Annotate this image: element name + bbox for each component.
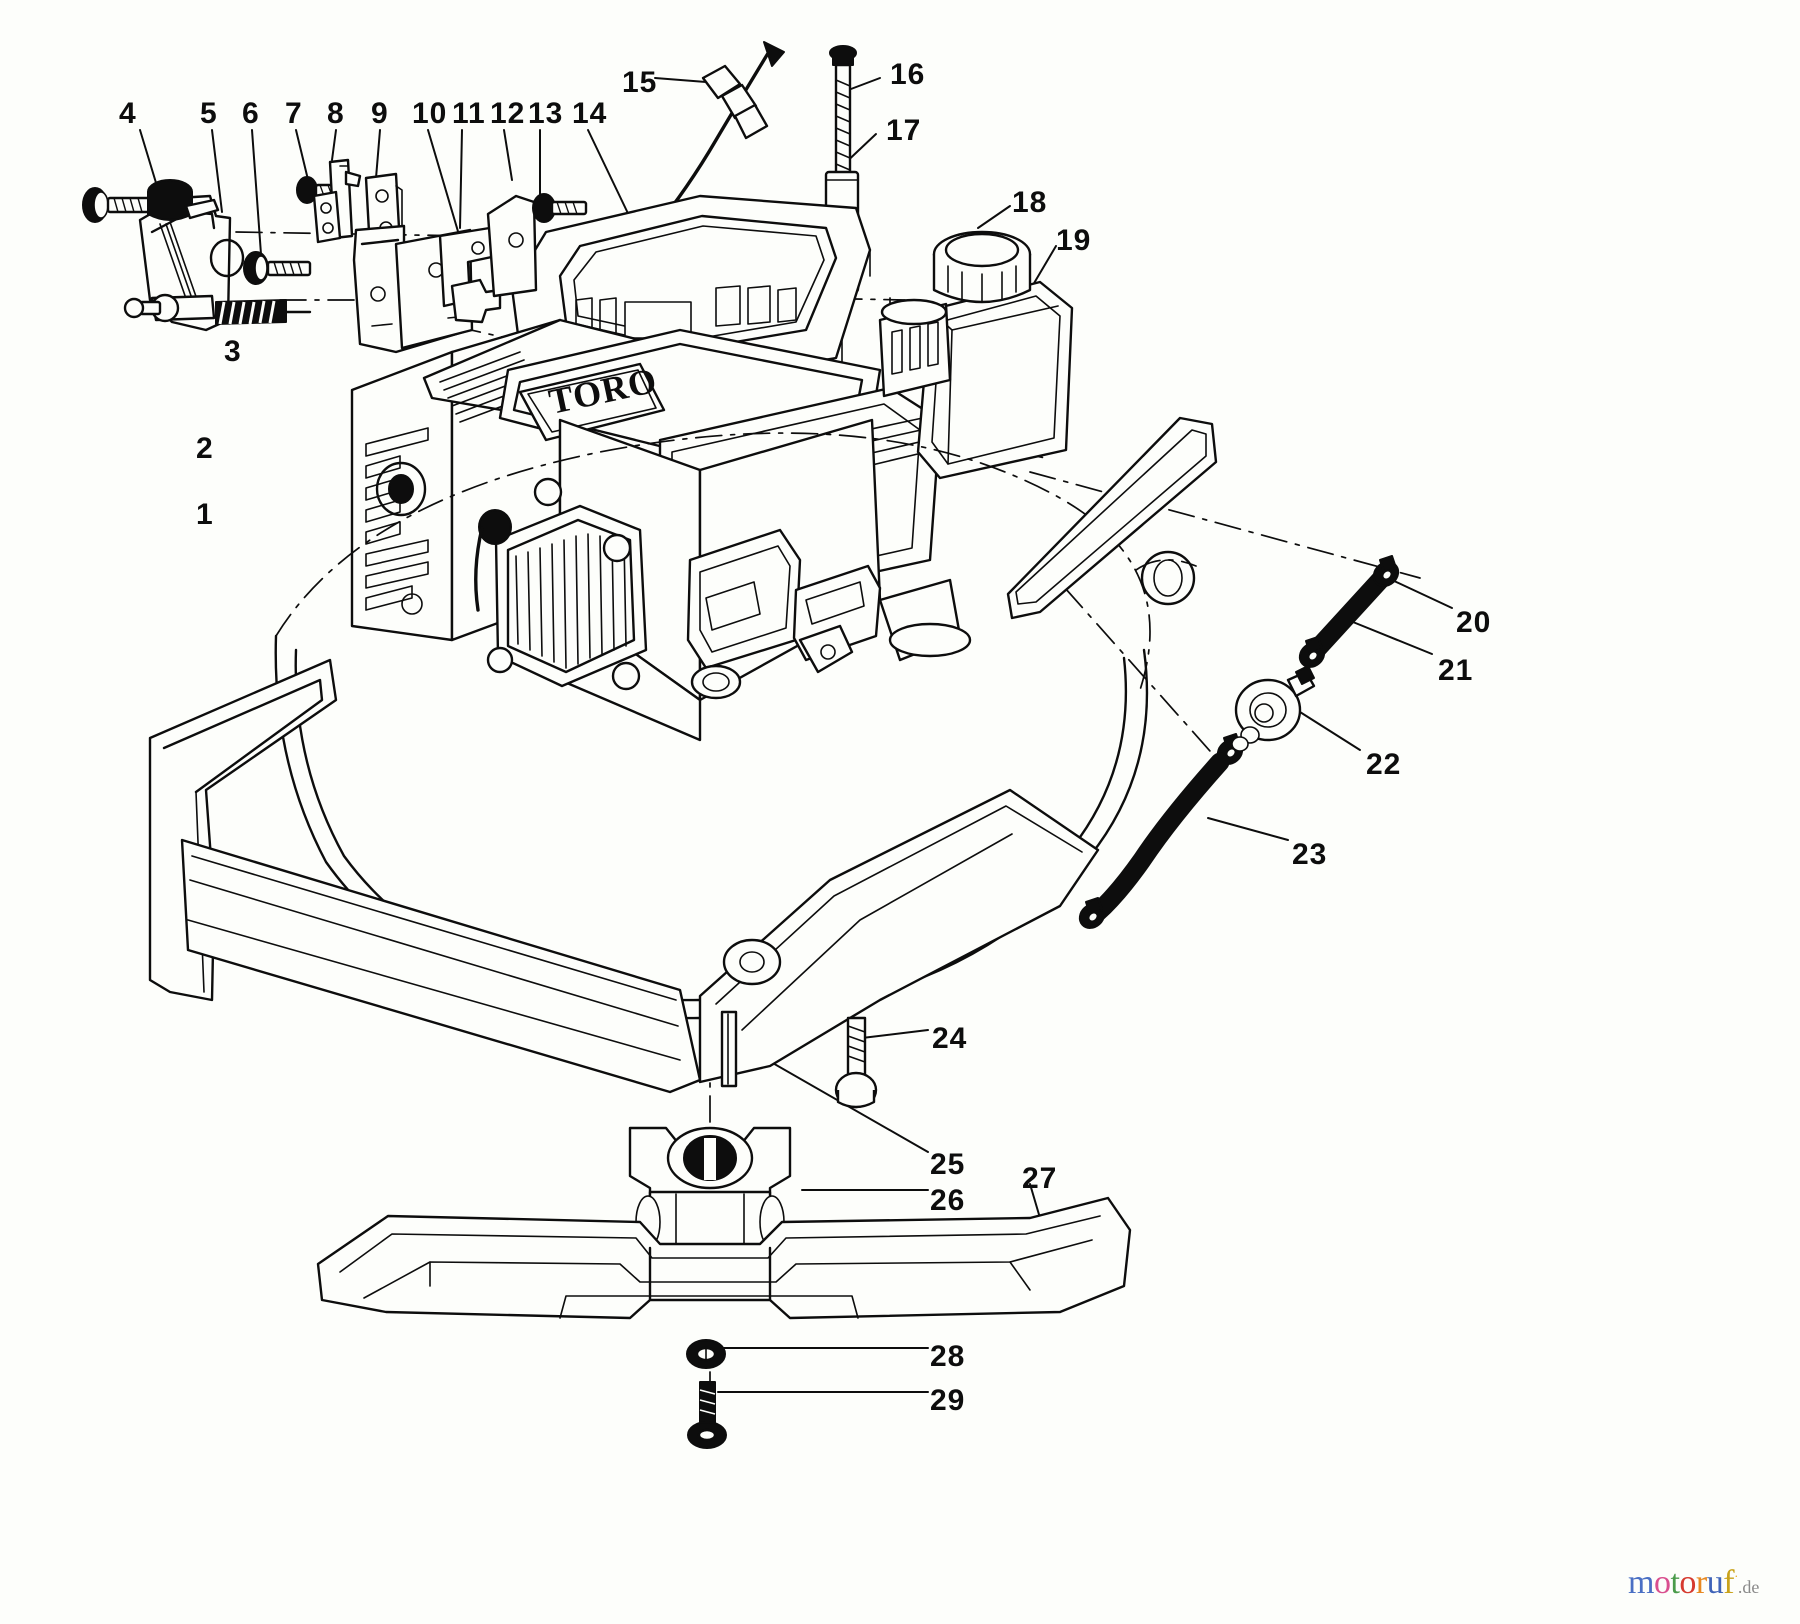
- callout-5: 5: [200, 97, 218, 130]
- wm-letter-r: r: [1695, 1564, 1707, 1601]
- callout-24: 24: [932, 1022, 968, 1055]
- callout-18: 18: [1012, 186, 1048, 219]
- wm-letter-t: t: [1670, 1564, 1680, 1601]
- wm-dot: ·: [1734, 1568, 1738, 1584]
- part-6-screw: [243, 251, 312, 285]
- callout-12: 12: [490, 97, 526, 130]
- callout-4: 4: [119, 97, 137, 130]
- callout-27: 27: [1022, 1162, 1058, 1195]
- callout-7: 7: [285, 97, 303, 130]
- callout-28: 28: [930, 1340, 966, 1373]
- part-28-lock-washer: [686, 1339, 726, 1369]
- wm-suffix: .de: [1737, 1577, 1760, 1597]
- part-26-blade-adapter: [628, 1126, 792, 1250]
- part-13-ignition-coil-cover: [878, 298, 952, 398]
- part-18-fuel-cap: [932, 230, 1032, 304]
- callout-6: 6: [242, 97, 260, 130]
- callout-9: 9: [371, 97, 389, 130]
- wm-letter-o-2: o: [1679, 1564, 1696, 1601]
- callout-20: 20: [1456, 606, 1492, 639]
- callout-21: 21: [1438, 654, 1474, 687]
- part-22-fuel-filter: [1234, 665, 1316, 742]
- callout-13: 13: [528, 97, 564, 130]
- part-20-21-22-23-fuel-line-assembly: [1078, 555, 1400, 929]
- part-12-cover-plate: [486, 194, 538, 298]
- callout-29: 29: [930, 1384, 966, 1417]
- wm-letter-o-1: o: [1653, 1564, 1671, 1601]
- callout-16: 16: [890, 58, 926, 91]
- part-5-control-bracket: [123, 179, 245, 332]
- part-20-hose-clamp: [1372, 555, 1400, 587]
- mower-deck-housing: [148, 416, 1218, 1094]
- callout-14: 14: [572, 97, 608, 130]
- hose-clamp-mid-upper: [1298, 636, 1326, 668]
- callout-3: 3: [224, 335, 242, 368]
- part-3-spring: [215, 299, 312, 325]
- part-29-bolt: [687, 1381, 727, 1449]
- part-19-fuel-tank: [916, 280, 1074, 480]
- callout-25: 25: [930, 1148, 966, 1181]
- callout-10: 10: [412, 97, 448, 130]
- callout-22: 22: [1366, 748, 1402, 781]
- wm-letter-u: u: [1706, 1564, 1724, 1601]
- callout-8: 8: [327, 97, 345, 130]
- callout-23: 23: [1292, 838, 1328, 871]
- part-27-cutting-blade: [316, 1196, 1132, 1320]
- callout-17: 17: [886, 114, 922, 147]
- callout-26: 26: [930, 1184, 966, 1217]
- part-8-bail-clip: [312, 158, 362, 244]
- hose-clamp-bottom: [1078, 897, 1106, 929]
- part-25-key: [720, 1010, 738, 1088]
- part-16-long-bolt: [829, 45, 857, 207]
- part-24-blade-bolt: [834, 1016, 878, 1109]
- callout-19: 19: [1056, 224, 1092, 257]
- motoruf-watermark: motoruf·.de: [1628, 1566, 1759, 1600]
- part-15-spark-plug-wire: [652, 41, 785, 232]
- callout-1: 1: [196, 498, 214, 531]
- callout-2: 2: [196, 432, 214, 465]
- wm-letter-m: m: [1628, 1564, 1654, 1601]
- callout-15: 15: [622, 66, 658, 99]
- wm-letter-f: f: [1723, 1564, 1735, 1601]
- callout-11: 11: [452, 97, 486, 130]
- part-13-screw: [532, 193, 588, 223]
- part-1-engine-assembly: TORO: [350, 318, 972, 742]
